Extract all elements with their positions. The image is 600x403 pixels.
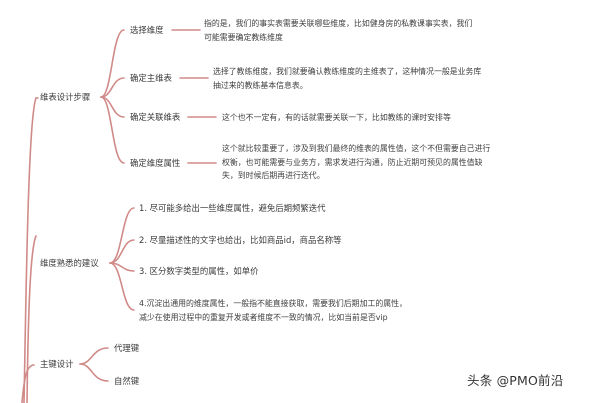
branch-dimension-familiarity-tips[interactable]: 维度熟悉的建议 — [40, 258, 99, 268]
node-natural-key[interactable]: 自然键 — [114, 376, 140, 386]
note-choose-dimension: 指的是，我们的事实表需要关联哪些维度，比如健身房的私教课事实表，我们 可能需要确… — [204, 17, 472, 44]
node-determine-dim-attributes[interactable]: 确定维度属性 — [130, 158, 181, 168]
branch-dimension-design-steps[interactable]: 维表设计步骤 — [40, 92, 91, 102]
note-line: 选择了教练维度，我们就要确认教练维度的主维表了，这种情况一般是业务库 — [213, 67, 482, 76]
note-determine-related-dim-table: 这个也不一定有，有的话就需要关联一下，比如教练的课时安排等 — [222, 111, 451, 125]
note-determine-main-dim-table: 选择了教练维度，我们就要确认教练维度的主维表了，这种情况一般是业务库 抽过来的教… — [213, 65, 481, 92]
node-determine-main-dim-table[interactable]: 确定主维表 — [130, 73, 172, 83]
node-determine-related-dim-table[interactable]: 确定关联维表 — [130, 112, 181, 122]
tip-4-line: 4.沉淀出通用的维度属性，一般指不能直接获取，需要我们后期加工的属性， — [139, 299, 407, 308]
note-line: 指的是，我们的事实表需要关联哪些维度，比如健身房的私教课事实表，我们 — [204, 19, 473, 28]
note-line: 这个就比较重要了，涉及到我们最终的维表的属性值，这个不但需要自己进行 — [222, 144, 491, 153]
note-line: 失，到时候后期再进行迭代。 — [222, 171, 325, 181]
tip-4-line: 减少在使用过程中的重复开发或者维度不一致的情况，比如当前是否vip — [139, 312, 388, 322]
tip-3[interactable]: 3. 区分数字类型的属性，如单价 — [139, 266, 259, 276]
tip-1[interactable]: 1. 尽可能多给出一些维度属性，避免后期频繁迭代 — [139, 203, 326, 213]
node-surrogate-key[interactable]: 代理键 — [114, 343, 140, 353]
node-choose-dimension[interactable]: 选择维度 — [130, 25, 164, 35]
note-line: 权衡，也可能需要与业务方，需求发进行沟通，防止近期可预见的属性值缺 — [222, 157, 483, 167]
branch-primary-key-design[interactable]: 主键设计 — [40, 359, 74, 369]
note-determine-dim-attributes: 这个就比较重要了，涉及到我们最终的维表的属性值，这个不但需要自己进行 权衡，也可… — [222, 142, 490, 183]
watermark: 头条 @PMO前沿 — [467, 373, 564, 388]
tip-2[interactable]: 2. 尽量描述性的文字也给出，比如商品id，商品名称等 — [139, 235, 342, 245]
note-line: 这个也不一定有，有的话就需要关联一下，比如教练的课时安排等 — [222, 113, 451, 122]
note-line: 可能需要确定教练维度 — [204, 32, 283, 42]
tip-4[interactable]: 4.沉淀出通用的维度属性，一般指不能直接获取，需要我们后期加工的属性， 减少在使… — [139, 297, 407, 324]
note-line: 抽过来的教练基本信息表。 — [213, 80, 308, 90]
